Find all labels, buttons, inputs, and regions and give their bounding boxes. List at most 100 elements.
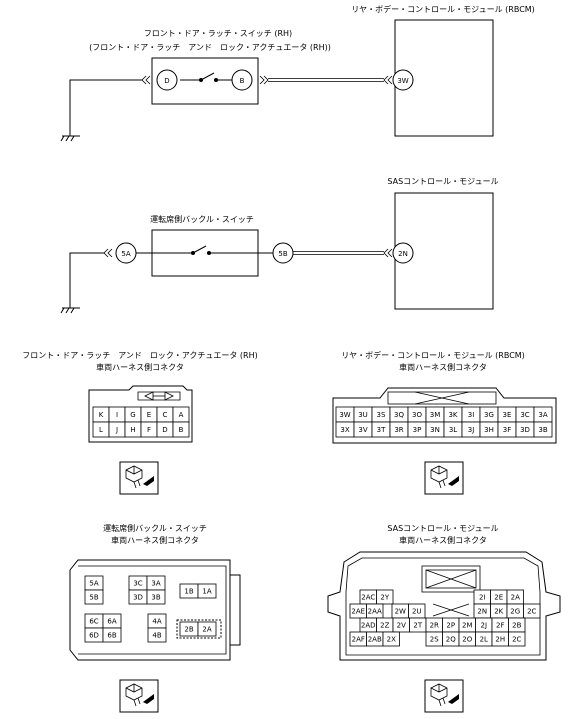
wire-d-ground xyxy=(69,79,142,136)
pin-cell: 2Q xyxy=(442,631,460,647)
pin-cell: 3O xyxy=(407,406,427,423)
pin-cell-label: 3G xyxy=(484,411,494,419)
pin-cell-label: 2N xyxy=(477,608,487,616)
pin-cell-box xyxy=(84,589,104,605)
pin-cell-label: 2F xyxy=(496,622,504,630)
pin-cell: 3X xyxy=(335,421,355,438)
pin-cell-label: C xyxy=(163,411,168,419)
pin-cell: 2C xyxy=(508,631,526,647)
pin-cell-label: 2AC xyxy=(361,594,375,602)
connector-chevron-icon xyxy=(259,75,269,85)
pin-cell-label: 3H xyxy=(484,426,494,434)
pin-cell: 2N xyxy=(473,603,491,619)
pin-5b-label: 5B xyxy=(278,250,287,258)
pin-cell-label: 5B xyxy=(89,594,98,602)
pin-cell-label: 2L xyxy=(480,636,488,644)
pin-cell-label: 2C xyxy=(527,608,536,616)
pin-cell-label: 2Y xyxy=(380,594,389,602)
pin-cell-label: 3C xyxy=(520,411,529,419)
pin-cell: 2S xyxy=(425,631,443,647)
connector-view-arrow-icon xyxy=(424,461,464,495)
pin-cell: 3S xyxy=(371,406,391,423)
pin-cell-label: 2AE xyxy=(351,608,365,616)
pin-cell-label: L xyxy=(99,426,103,434)
pin-cell-label: 2T xyxy=(413,622,422,630)
pin-cell: 5B xyxy=(84,589,104,605)
pin-cell-box xyxy=(382,631,400,647)
pin-cell-label: 3B xyxy=(151,594,160,602)
pin-2n-circle xyxy=(392,242,414,264)
pin-cell: 3P xyxy=(407,421,427,438)
ground-icon xyxy=(60,307,80,314)
pin-cell: 2Y xyxy=(376,589,394,605)
pin-cell-label: 3J xyxy=(468,426,475,434)
pin-cell: J xyxy=(108,421,126,438)
pin-2n-label: 2N xyxy=(398,250,408,258)
pin-cell: D xyxy=(156,421,174,438)
pin-cell: 3A xyxy=(533,406,553,423)
pin-cell-label: 2AA xyxy=(368,608,382,616)
pin-cell: 2J xyxy=(475,617,493,633)
pin-cell: 2AD xyxy=(359,617,377,633)
pin-cell: G xyxy=(124,406,142,423)
pin-cell-label: G xyxy=(130,411,135,419)
pin-cell-label: 2J xyxy=(480,622,487,630)
pin-cell: 2AE xyxy=(349,603,367,619)
rbcm-connector-subtitle: 車両ハーネス側コネクタ xyxy=(399,362,487,372)
rbcm-latch-mark xyxy=(387,391,497,405)
pin-cell-label: 2O xyxy=(462,636,472,644)
pin-cell-label: 2E xyxy=(494,594,503,602)
pin-cell: 3D xyxy=(515,421,535,438)
pin-cell-box xyxy=(376,589,394,605)
pin-cell: 6D xyxy=(84,627,104,643)
pin-cell: 3K xyxy=(443,406,463,423)
pin-cell-label: 3I xyxy=(468,411,475,419)
pin-cell-box xyxy=(147,627,167,643)
pin-cell-label: 2P xyxy=(446,622,455,630)
pin-cell: H xyxy=(124,421,142,438)
pin-cell: 3W xyxy=(335,406,355,423)
pin-cell: 5A xyxy=(84,575,104,591)
pin-cell: 2I xyxy=(473,589,491,605)
pin-cell: 2W xyxy=(391,603,409,619)
latch-connector-subtitle: 車両ハーネス側コネクタ xyxy=(96,362,184,372)
pin-cell-label: 6C xyxy=(89,618,98,626)
pin-cell: 1A xyxy=(197,583,217,599)
pin-cell: 2R xyxy=(425,617,443,633)
pin-cell-label: 6A xyxy=(107,618,116,626)
sas-connector-title: SASコントロール・モジュール xyxy=(387,524,498,533)
pin-cell-label: 3X xyxy=(340,426,349,434)
pin-cell-label: 2B xyxy=(184,626,193,634)
pin-cell-label: 3S xyxy=(377,411,386,419)
pin-cell: 6B xyxy=(102,627,122,643)
pin-cell: 6A xyxy=(102,613,122,629)
pin-cell-label: 3T xyxy=(377,426,386,434)
connector-chevron-icon xyxy=(383,248,393,258)
pin-cell-label: 2K xyxy=(494,608,503,616)
pin-cell-label: 3N xyxy=(430,426,440,434)
sas-latch-mark xyxy=(421,565,481,617)
pin-cell-label: 3L xyxy=(449,426,457,434)
pin-cell-label: 2M xyxy=(462,622,473,630)
pin-cell: 2U xyxy=(408,603,426,619)
pin-cell-label: 2R xyxy=(430,622,439,630)
pin-cell-label: 1A xyxy=(202,588,211,596)
pin-cell: 3C xyxy=(128,575,148,591)
connector-view-arrow-icon xyxy=(424,679,464,713)
pin-cell: 2H xyxy=(491,631,509,647)
pin-cell-label: 2Q xyxy=(446,636,456,644)
pin-cell: 3F xyxy=(497,421,517,438)
latch-connector: フロント・ドア・ラッチ アンド ロック・アクチュエータ (RH) 車両ハーネス側… xyxy=(22,351,258,495)
pin-cell-label: 2A xyxy=(202,626,211,634)
pin-cell: 2AB xyxy=(366,631,384,647)
pin-cell: 3A xyxy=(146,575,166,591)
pin-cell-box xyxy=(102,627,122,643)
pin-cell: 3J xyxy=(461,421,481,438)
pin-cell: 3L xyxy=(443,421,463,438)
pin-cell-label: 3M xyxy=(430,411,441,419)
pin-cell-label: 3E xyxy=(503,411,512,419)
pin-cell: 2A xyxy=(197,621,217,637)
pin-cell-label: 2S xyxy=(430,636,439,644)
